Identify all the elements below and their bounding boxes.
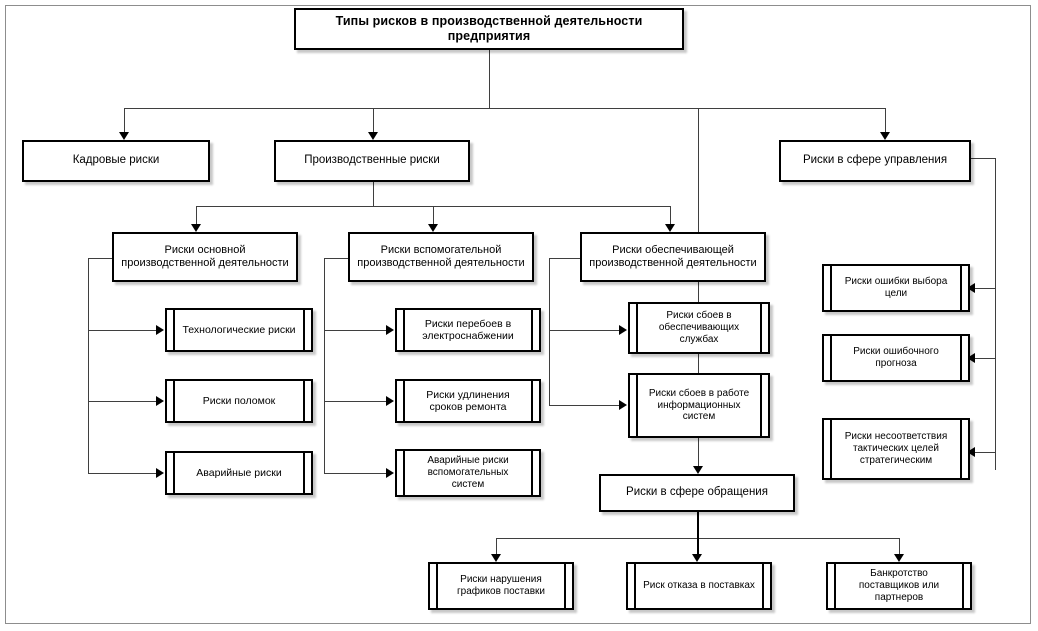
arrow-to-technological-risks [156, 325, 164, 335]
node-repair-delay-risks[interactable]: Риски удлинения сроков ремонта [395, 379, 541, 423]
node-production-risks-label: Производственные риски [304, 154, 440, 167]
connector-drop-delivery-refusal [697, 538, 699, 556]
arrow-to-main-activity [191, 224, 201, 232]
connector-spine-circulation [698, 108, 699, 468]
connector-management-bus [995, 158, 996, 470]
arrow-to-delivery-refusal-risks [692, 554, 702, 562]
connector-drop-production [373, 108, 374, 134]
connector-drop-bankruptcy [899, 538, 900, 556]
arrow-to-delivery-schedule-risks [491, 554, 501, 562]
connector-main-child-1 [88, 330, 158, 331]
connector-main-child-3 [88, 473, 158, 474]
node-delivery-schedule-risks-label: Риски нарушения графиков поставки [456, 574, 545, 597]
node-circulation-risks-label: Риски в сфере обращения [626, 486, 768, 499]
node-forecast-error-risks-label: Риски ошибочного прогноза [853, 346, 939, 369]
connector-support-activity-out [549, 258, 581, 259]
arrow-to-aux-activity [428, 224, 438, 232]
node-technological-risks[interactable]: Технологические риски [165, 308, 313, 352]
node-power-outage-risks[interactable]: Риски перебоев в электроснабжении [395, 308, 541, 352]
connector-drop-management [885, 108, 886, 134]
connector-production-stem [373, 182, 374, 206]
arrow-to-breakdown-risks [156, 396, 164, 406]
node-aux-accident-risks[interactable]: Аварийные риски вспомогательных систем [395, 449, 541, 497]
arrow-to-goal-error-risks [967, 283, 975, 293]
node-delivery-refusal-risks-label: Риск отказа в поставках [643, 580, 755, 592]
connector-root-stem [489, 50, 490, 108]
connector-drop-main-activity [196, 206, 197, 226]
connector-mgmt-child-2 [975, 358, 995, 359]
node-goal-error-risks-label: Риски ошибки выбора цели [844, 276, 948, 299]
connector-aux-child-2 [324, 401, 388, 402]
connector-drop-delivery-schedule [496, 538, 497, 556]
arrow-to-forecast-error-risks [967, 353, 975, 363]
arrow-to-production-risks [368, 132, 378, 140]
node-root-label: Типы рисков в производственной деятельно… [335, 14, 643, 43]
arrow-to-power-outage-risks [386, 325, 394, 335]
connector-mgmt-child-3 [975, 452, 995, 453]
node-delivery-schedule-risks[interactable]: Риски нарушения графиков поставки [428, 562, 574, 610]
node-bankruptcy-risks[interactable]: Банкротство поставщиков или партнеров [826, 562, 972, 610]
node-forecast-error-risks[interactable]: Риски ошибочного прогноза [822, 334, 970, 382]
arrow-to-management-risks [880, 132, 890, 140]
node-strategy-mismatch-risks[interactable]: Риски несоответствия тактических целей с… [822, 418, 970, 480]
connector-drop-aux-activity [433, 206, 434, 226]
arrow-to-strategy-mismatch-risks [967, 447, 975, 457]
node-strategy-mismatch-risks-label: Риски несоответствия тактических целей с… [844, 431, 948, 466]
node-repair-delay-risks-label: Риски удлинения сроков ремонта [426, 388, 510, 413]
node-support-service-failures[interactable]: Риски сбоев в обеспечивающих службах [628, 302, 770, 354]
node-management-risks-label: Риски в сфере управления [802, 154, 948, 167]
arrow-to-aux-accident-risks [386, 468, 394, 478]
arrow-to-hr-risks [119, 132, 129, 140]
node-main-activity-risks-label: Риски основной производственной деятельн… [121, 244, 289, 269]
node-aux-accident-risks-label: Аварийные риски вспомогательных систем [427, 455, 509, 490]
connector-support-activity-bus [549, 258, 550, 406]
node-aux-activity-risks-label: Риски вспомогательной производственной д… [357, 244, 525, 269]
node-circulation-risks[interactable]: Риски в сфере обращения [599, 474, 795, 512]
node-hr-risks[interactable]: Кадровые риски [22, 140, 210, 182]
connector-mgmt-child-1 [975, 288, 995, 289]
arrow-to-it-failures [619, 400, 627, 410]
connector-circulation-stem [697, 512, 699, 538]
connector-aux-activity-bus [324, 258, 325, 473]
connector-aux-child-1 [324, 330, 388, 331]
connector-level2-bus [124, 108, 885, 109]
connector-support-child-1 [549, 330, 621, 331]
connector-aux-activity-out [324, 258, 350, 259]
arrow-to-repair-delay-risks [386, 396, 394, 406]
arrow-to-bankruptcy-risks [894, 554, 904, 562]
connector-main-activity-out [88, 258, 114, 259]
node-main-activity-risks[interactable]: Риски основной производственной деятельн… [112, 232, 298, 282]
node-breakdown-risks[interactable]: Риски поломок [165, 379, 313, 423]
node-power-outage-risks-label: Риски перебоев в электроснабжении [422, 317, 514, 342]
node-production-risks[interactable]: Производственные риски [274, 140, 470, 182]
arrow-to-support-service-failures [619, 325, 627, 335]
connector-management-out [971, 158, 995, 159]
connector-drop-support-activity [670, 206, 671, 226]
node-accident-risks-label: Аварийные риски [196, 466, 282, 479]
node-goal-error-risks[interactable]: Риски ошибки выбора цели [822, 264, 970, 312]
node-delivery-refusal-risks[interactable]: Риск отказа в поставках [626, 562, 772, 610]
node-technological-risks-label: Технологические риски [182, 323, 296, 336]
node-management-risks[interactable]: Риски в сфере управления [779, 140, 971, 182]
connector-aux-child-3 [324, 473, 388, 474]
node-it-failures[interactable]: Риски сбоев в работе информационных сист… [628, 373, 770, 438]
connector-drop-hr [124, 108, 125, 134]
connector-main-child-2 [88, 401, 158, 402]
node-support-activity-risks-label: Риски обеспечивающей производственной де… [589, 244, 757, 269]
node-support-service-failures-label: Риски сбоев в обеспечивающих службах [658, 310, 740, 345]
node-hr-risks-label: Кадровые риски [72, 154, 160, 167]
node-aux-activity-risks[interactable]: Риски вспомогательной производственной д… [348, 232, 534, 282]
arrow-to-support-activity [665, 224, 675, 232]
arrow-to-circulation [693, 466, 703, 474]
node-bankruptcy-risks-label: Банкротство поставщиков или партнеров [858, 568, 940, 603]
connector-support-child-2 [549, 405, 621, 406]
node-breakdown-risks-label: Риски поломок [202, 394, 276, 407]
node-root[interactable]: Типы рисков в производственной деятельно… [294, 8, 684, 50]
node-accident-risks[interactable]: Аварийные риски [165, 451, 313, 495]
node-support-activity-risks[interactable]: Риски обеспечивающей производственной де… [580, 232, 766, 282]
arrow-to-accident-risks [156, 468, 164, 478]
node-it-failures-label: Риски сбоев в работе информационных сист… [648, 387, 750, 423]
connector-main-activity-bus [88, 258, 89, 473]
